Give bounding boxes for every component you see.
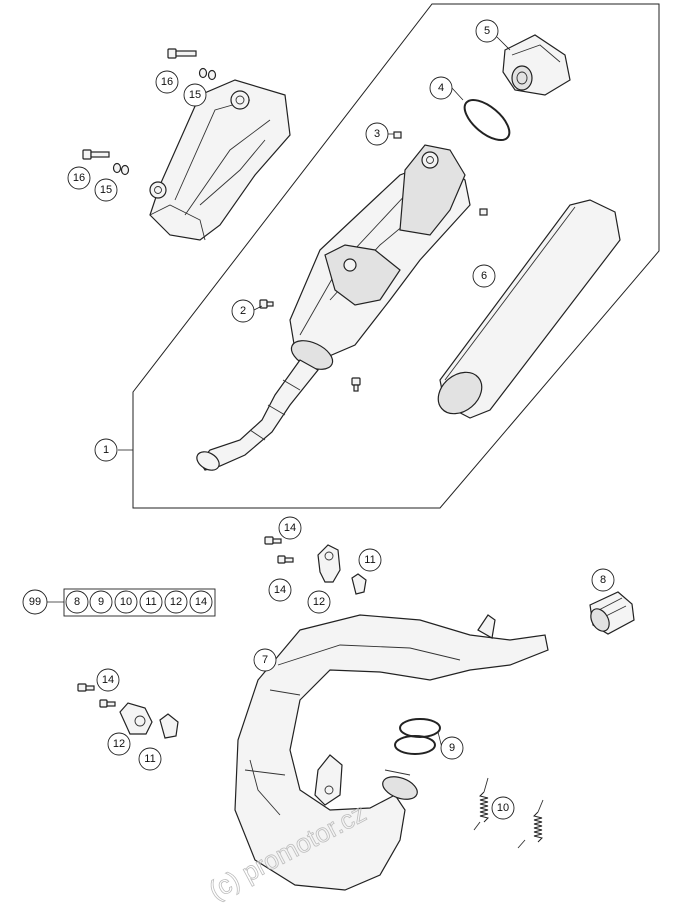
callout-10: 10 <box>491 796 515 820</box>
svg-text:12: 12 <box>113 738 125 750</box>
kit-item-14: 14 <box>189 590 213 614</box>
svg-text:14: 14 <box>274 584 286 596</box>
kit-item-12: 12 <box>164 590 188 614</box>
bracket-12-upper[interactable] <box>317 544 341 583</box>
svg-text:8: 8 <box>600 574 606 586</box>
svg-text:5: 5 <box>484 25 490 37</box>
nut-3[interactable] <box>393 131 402 139</box>
callout-7: 7 <box>253 648 277 672</box>
seal-ring-9b[interactable] <box>394 735 436 755</box>
seal-ring-9a[interactable] <box>399 718 441 738</box>
nut-side[interactable] <box>479 208 488 216</box>
svg-text:8: 8 <box>74 596 80 608</box>
svg-text:12: 12 <box>313 596 325 608</box>
kit-label: 99 <box>22 589 48 615</box>
svg-text:9: 9 <box>449 742 455 754</box>
svg-text:4: 4 <box>438 82 444 94</box>
washer-15-upper[interactable] <box>198 67 217 81</box>
bolt-14-lower-b[interactable] <box>99 699 116 708</box>
svg-text:15: 15 <box>100 184 112 196</box>
end-cap-5[interactable] <box>502 34 571 96</box>
exhaust-pipe-7[interactable] <box>234 614 549 891</box>
svg-text:99: 99 <box>29 596 41 608</box>
kit-item-9: 9 <box>89 590 113 614</box>
svg-text:2: 2 <box>240 305 246 317</box>
svg-text:10: 10 <box>120 596 132 608</box>
sleeve-8[interactable] <box>587 591 635 635</box>
callout-12-upper: 12 <box>307 590 331 614</box>
svg-text:15: 15 <box>189 89 201 101</box>
svg-text:14: 14 <box>195 596 207 608</box>
kit-item-8: 8 <box>65 590 89 614</box>
leader-4 <box>451 87 464 101</box>
svg-text:16: 16 <box>73 172 85 184</box>
svg-text:7: 7 <box>262 654 268 666</box>
callout-11-lower: 11 <box>138 747 162 771</box>
silencer-assembly-frame <box>132 3 660 509</box>
callout-16-lower: 16 <box>67 166 91 190</box>
svg-text:11: 11 <box>364 554 375 566</box>
screw-2[interactable] <box>259 299 274 309</box>
svg-text:1: 1 <box>103 444 109 456</box>
spring-10a[interactable] <box>473 777 489 831</box>
bolt-14-upper-a[interactable] <box>264 536 282 545</box>
callout-12-lower: 12 <box>107 732 131 756</box>
leader-5 <box>496 36 511 51</box>
callout-15-lower: 15 <box>94 178 118 202</box>
svg-text:9: 9 <box>98 596 104 608</box>
bolt-16-upper[interactable] <box>167 48 197 59</box>
callout-6: 6 <box>472 264 496 288</box>
callout-14-c: 14 <box>96 668 120 692</box>
callout-15-upper: 15 <box>183 83 207 107</box>
callout-14-b: 14 <box>268 578 292 602</box>
callout-11-upper: 11 <box>358 548 382 572</box>
washer-15-lower[interactable] <box>112 162 130 176</box>
kit-99: 99 8 9 10 11 12 14 <box>22 588 216 617</box>
callout-14-a: 14 <box>278 516 302 540</box>
svg-text:11: 11 <box>144 753 155 765</box>
svg-text:6: 6 <box>481 270 487 282</box>
svg-text:11: 11 <box>145 596 156 608</box>
svg-text:3: 3 <box>374 128 380 140</box>
clip-11-upper[interactable] <box>351 573 367 595</box>
callout-5: 5 <box>475 19 499 43</box>
svg-text:16: 16 <box>161 76 173 88</box>
screw-bottom[interactable] <box>351 377 361 392</box>
bolt-14-lower-a[interactable] <box>77 683 95 692</box>
callout-2: 2 <box>231 299 255 323</box>
callout-3: 3 <box>365 122 389 146</box>
o-ring-4[interactable] <box>458 93 516 148</box>
svg-text:14: 14 <box>284 522 296 534</box>
silencer-assembly[interactable] <box>194 144 471 474</box>
callout-8: 8 <box>591 568 615 592</box>
kit-item-10: 10 <box>114 590 138 614</box>
callout-9: 9 <box>440 736 464 760</box>
silencer-tube-6[interactable] <box>430 199 621 422</box>
leader-2 <box>253 305 263 311</box>
svg-text:12: 12 <box>170 596 182 608</box>
bolt-14-upper-b[interactable] <box>277 555 294 564</box>
svg-text:10: 10 <box>497 802 509 814</box>
clip-11-lower[interactable] <box>159 713 179 739</box>
kit-item-11: 11 <box>139 590 163 614</box>
callout-4: 4 <box>429 76 453 100</box>
callout-16-upper: 16 <box>155 70 179 94</box>
spring-10b[interactable] <box>517 799 544 849</box>
bracket-12-lower[interactable] <box>119 702 153 735</box>
silencer-bracket[interactable] <box>149 79 291 241</box>
svg-text:14: 14 <box>102 674 114 686</box>
bolt-16-lower[interactable] <box>82 149 110 160</box>
callout-1: 1 <box>94 438 118 462</box>
